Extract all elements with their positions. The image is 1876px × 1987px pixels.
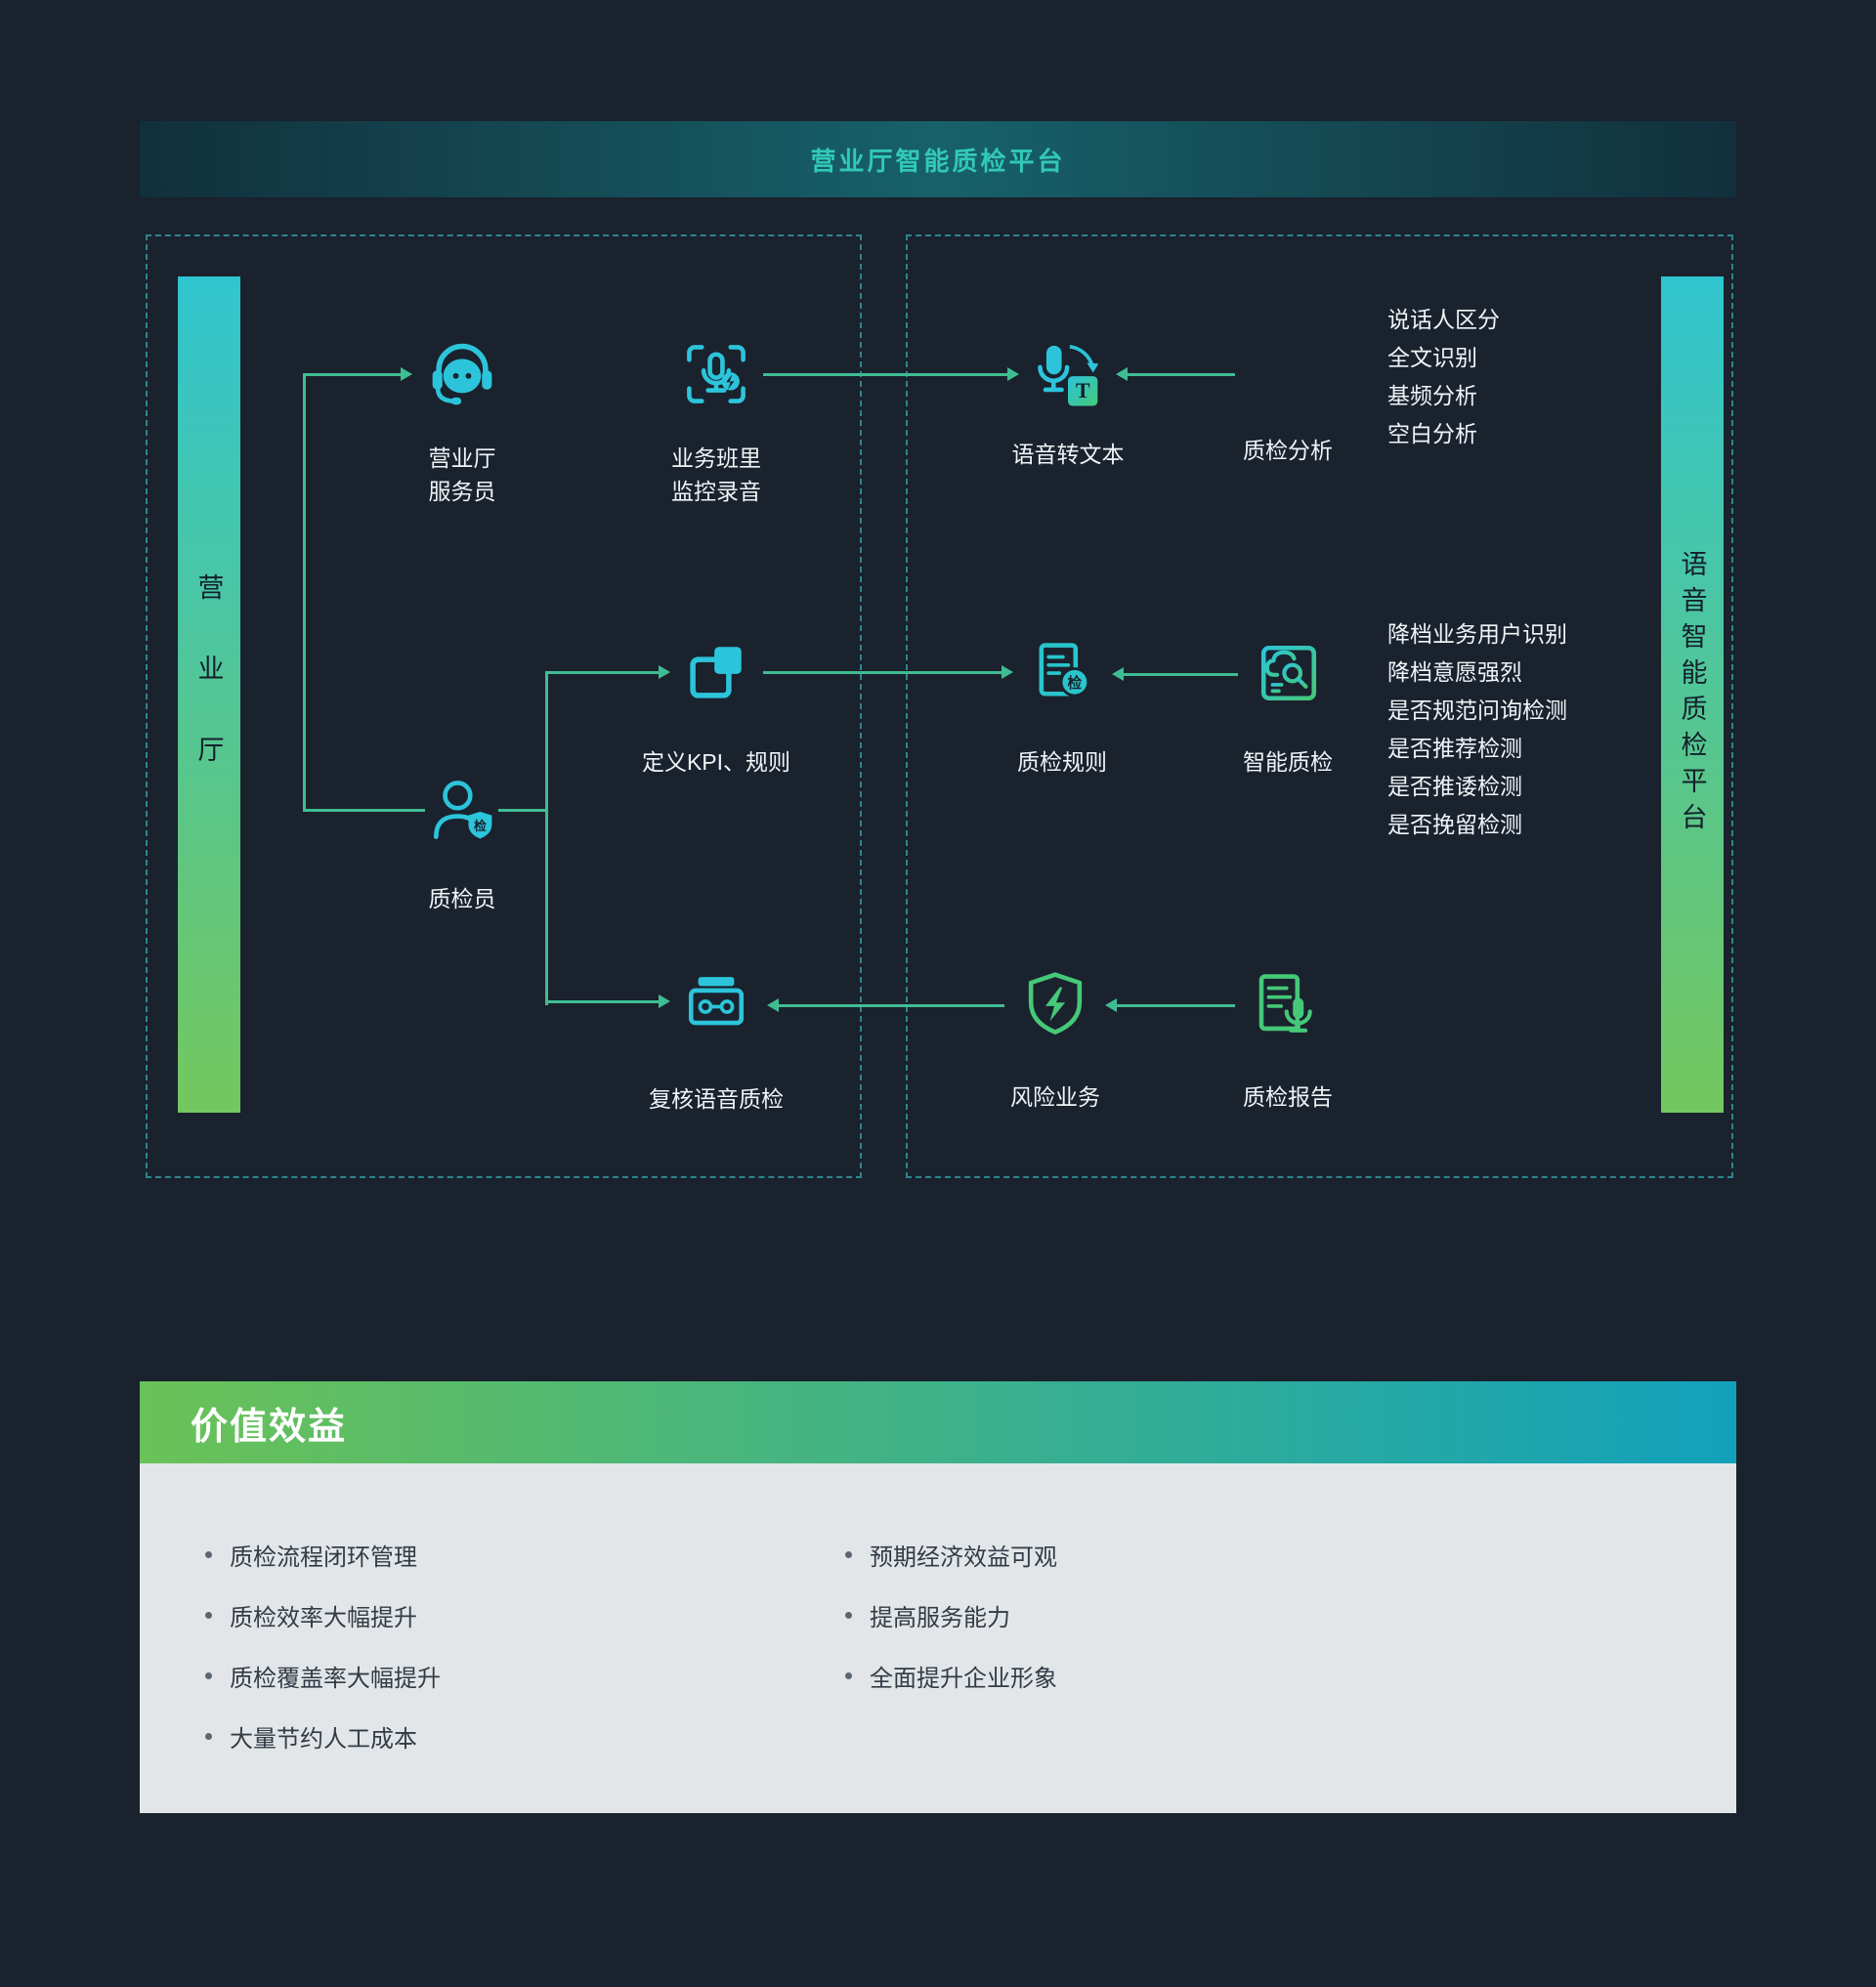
speech-to-text-label: 语音转文本 — [1011, 442, 1125, 467]
page-title: 营业厅智能质检平台 — [810, 146, 1066, 176]
inspector-check-glyph: 检 — [474, 819, 487, 833]
connector-inspector-agent-top — [303, 373, 401, 376]
arrowhead-to-review-from-risk — [767, 998, 779, 1012]
qc-report-icon — [1239, 960, 1329, 1050]
benefit-item: 质检流程闭环管理 — [205, 1524, 441, 1585]
voice-qc-platform-region — [906, 234, 1733, 1178]
kpi-label: 定义KPI、规则 — [641, 749, 791, 775]
arrowhead-to-kpi — [659, 665, 670, 679]
top-title-bar: 营业厅智能质检平台 — [140, 121, 1736, 197]
benefits-column-1: 质检流程闭环管理 质检效率大幅提升 质检覆盖率大幅提升 大量节约人工成本 — [205, 1524, 441, 1766]
line-kpi-to-rules — [763, 671, 1002, 674]
feature-item: 降档意愿强烈 — [1387, 659, 1522, 685]
feature-item: 是否推荐检测 — [1387, 736, 1522, 761]
benefit-item: 提高服务能力 — [845, 1585, 1057, 1645]
benefit-item: 大量节约人工成本 — [205, 1706, 441, 1766]
review-recorder-icon — [671, 956, 761, 1046]
line-risk-to-review — [779, 1004, 1004, 1007]
qc-analysis-waveform-icon — [1243, 326, 1333, 416]
business-hall-bar: 营业厅 — [178, 276, 240, 1113]
feature-item: 是否推诿检测 — [1387, 774, 1522, 799]
voice-qc-platform-bar-label: 语音智能质检平台 — [1677, 550, 1707, 839]
kpi-rules-icon — [671, 627, 761, 717]
risk-label: 风险业务 — [1010, 1084, 1100, 1110]
feature-item: 空白分析 — [1387, 421, 1477, 446]
business-hall-region — [146, 234, 862, 1178]
monitor-recording-icon — [671, 329, 761, 419]
benefit-item: 质检覆盖率大幅提升 — [205, 1645, 441, 1706]
speech-to-text-icon: T — [1023, 333, 1113, 423]
report-label: 质检报告 — [1243, 1084, 1333, 1110]
agent-headset-icon — [417, 329, 507, 419]
line-report-to-risk — [1117, 1004, 1235, 1007]
arrowhead-to-review — [659, 994, 670, 1008]
connector-to-kpi — [545, 671, 659, 674]
arrowhead-to-agent — [401, 367, 412, 381]
benefit-item: 质检效率大幅提升 — [205, 1585, 441, 1645]
qc-rules-label: 质检规则 — [1017, 749, 1107, 775]
connector-inspector-right — [498, 809, 548, 812]
risk-shield-icon — [1010, 960, 1100, 1050]
connector-inspector-branch-vertical — [545, 671, 548, 1005]
benefits-column-2: 预期经济效益可观 提高服务能力 全面提升企业形象 — [845, 1524, 1057, 1706]
benefits-header: 价值效益 — [140, 1381, 1736, 1463]
line-qca-to-s2t — [1128, 373, 1235, 376]
smart-qc-label: 智能质检 — [1243, 749, 1333, 775]
feature-item: 降档业务用户识别 — [1387, 621, 1567, 647]
smart-qc-feature-list: 降档业务用户识别 降档意愿强烈 是否规范问询检测 是否推荐检测 是否推诿检测 是… — [1387, 615, 1567, 844]
qc-analysis-feature-list: 说话人区分 全文识别 基频分析 空白分析 — [1387, 301, 1500, 453]
benefit-item: 预期经济效益可观 — [845, 1524, 1057, 1585]
feature-item: 是否规范问询检测 — [1387, 698, 1567, 723]
monitor-label: 业务班里 监控录音 — [671, 445, 761, 504]
feature-item: 全文识别 — [1387, 345, 1477, 370]
voice-qc-platform-bar: 语音智能质检平台 — [1661, 276, 1724, 1113]
t-glyph: T — [1076, 378, 1090, 402]
business-hall-bar-label: 营业厅 — [193, 572, 224, 817]
inspector-icon: 检 — [417, 766, 507, 856]
connector-inspector-agent-vertical — [303, 374, 306, 811]
rules-check-glyph: 检 — [1068, 674, 1083, 692]
benefits-title: 价值效益 — [191, 1406, 348, 1448]
arrowhead-to-risk — [1105, 998, 1117, 1012]
agent-label: 营业厅 服务员 — [428, 445, 496, 504]
connector-to-review — [545, 1000, 659, 1003]
qc-rules-doc-icon: 检 — [1017, 629, 1107, 719]
smart-qc-icon — [1244, 628, 1334, 718]
feature-item: 基频分析 — [1387, 383, 1477, 408]
connector-inspector-agent-bottom — [303, 809, 425, 812]
line-smartqc-to-rules — [1124, 673, 1238, 676]
inspector-label: 质检员 — [428, 886, 496, 911]
review-label: 复核语音质检 — [649, 1086, 784, 1112]
line-monitor-to-s2t — [763, 373, 1007, 376]
feature-item: 是否挽留检测 — [1387, 812, 1522, 837]
arrowhead-to-rules — [1002, 665, 1013, 679]
arrowhead-from-qca — [1116, 367, 1128, 381]
feature-item: 说话人区分 — [1387, 307, 1500, 332]
benefit-item: 全面提升企业形象 — [845, 1645, 1057, 1706]
arrowhead-from-smartqc — [1112, 667, 1124, 681]
arrowhead-to-s2t — [1007, 367, 1019, 381]
qc-analysis-label: 质检分析 — [1243, 438, 1333, 463]
